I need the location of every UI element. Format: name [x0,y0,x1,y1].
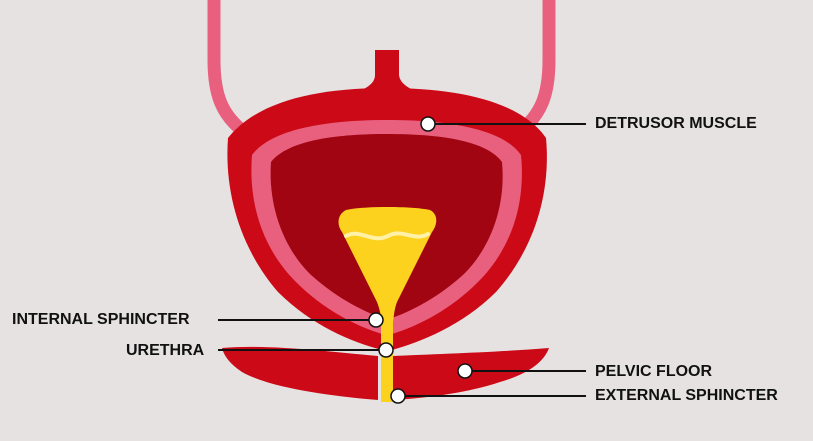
marker-urethra [378,342,394,358]
left-ureter [207,0,251,139]
label-urethra: URETHRA [126,342,205,359]
label-pelvic-floor: PELVIC FLOOR [595,363,713,380]
label-external-sphincter: EXTERNAL SPHINCTER [595,387,778,404]
pelvic-floor-left [222,346,378,400]
bladder-top-neck [350,50,425,94]
urethra-channel [381,318,393,402]
marker-internal-sphincter [368,312,384,328]
marker-external-sphincter [390,388,406,404]
marker-detrusor [420,116,436,132]
right-ureter [512,0,556,139]
label-internal-sphincter: INTERNAL SPHINCTER [12,311,190,328]
urine-wave [344,231,430,241]
marker-pelvic-floor [457,363,473,379]
label-detrusor-muscle: DETRUSOR MUSCLE [595,115,757,132]
